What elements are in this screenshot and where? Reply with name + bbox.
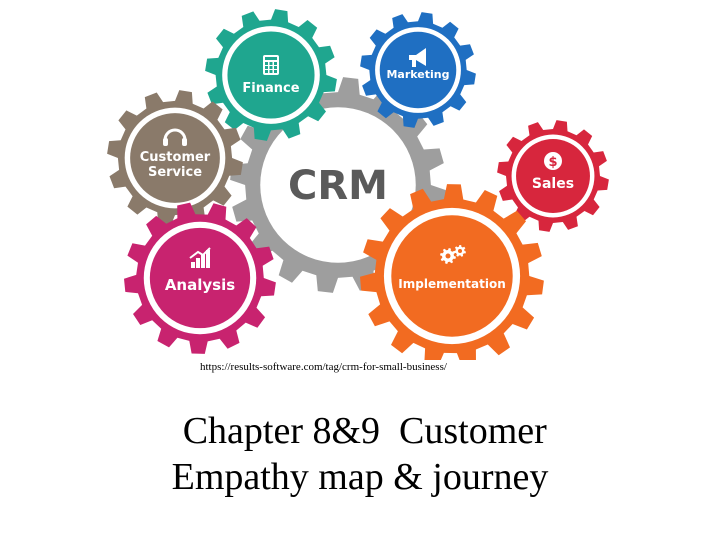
megaphone-icon — [409, 48, 426, 67]
dollar-icon: $ — [544, 152, 562, 170]
gear-implementation: Implementation — [360, 184, 544, 360]
gear-finance: Finance — [205, 9, 337, 141]
crm-gear-hub — [260, 107, 416, 263]
gear-customer-service-hub — [130, 113, 220, 203]
gear-sales: $ Sales — [497, 120, 609, 232]
title-line-1: Chapter 8&9 Customer — [173, 410, 547, 452]
gear-marketing-hub — [379, 31, 457, 109]
gear-analysis-hub — [149, 227, 251, 329]
title-line-2: Empathy map & journey — [171, 456, 549, 498]
svg-text:$: $ — [548, 155, 557, 170]
gear-sales-label: Sales — [532, 176, 574, 192]
gear-analysis: Analysis — [124, 202, 276, 354]
gear-marketing: Marketing — [360, 12, 476, 128]
slide-title: Chapter 8&9 Customer Empathy map & journ… — [100, 408, 620, 500]
gear-finance-label: Finance — [242, 81, 299, 96]
crm-label: CRM — [288, 163, 388, 209]
gear-implementation-hub — [391, 215, 513, 337]
gear-implementation-label: Implementation — [398, 277, 505, 291]
gear-customer-service-label: Customer — [140, 150, 211, 165]
gear-analysis-label: Analysis — [165, 276, 235, 294]
gears-icon — [440, 245, 466, 264]
headset-icon — [163, 128, 187, 146]
calculator-icon — [263, 55, 279, 75]
bar-chart-icon — [189, 247, 211, 268]
source-url[interactable]: https://results-software.com/tag/crm-for… — [200, 361, 447, 373]
gear-customer-service-label: Service — [148, 165, 202, 180]
gear-sales-hub — [516, 139, 590, 213]
gear-marketing-label: Marketing — [386, 68, 449, 81]
